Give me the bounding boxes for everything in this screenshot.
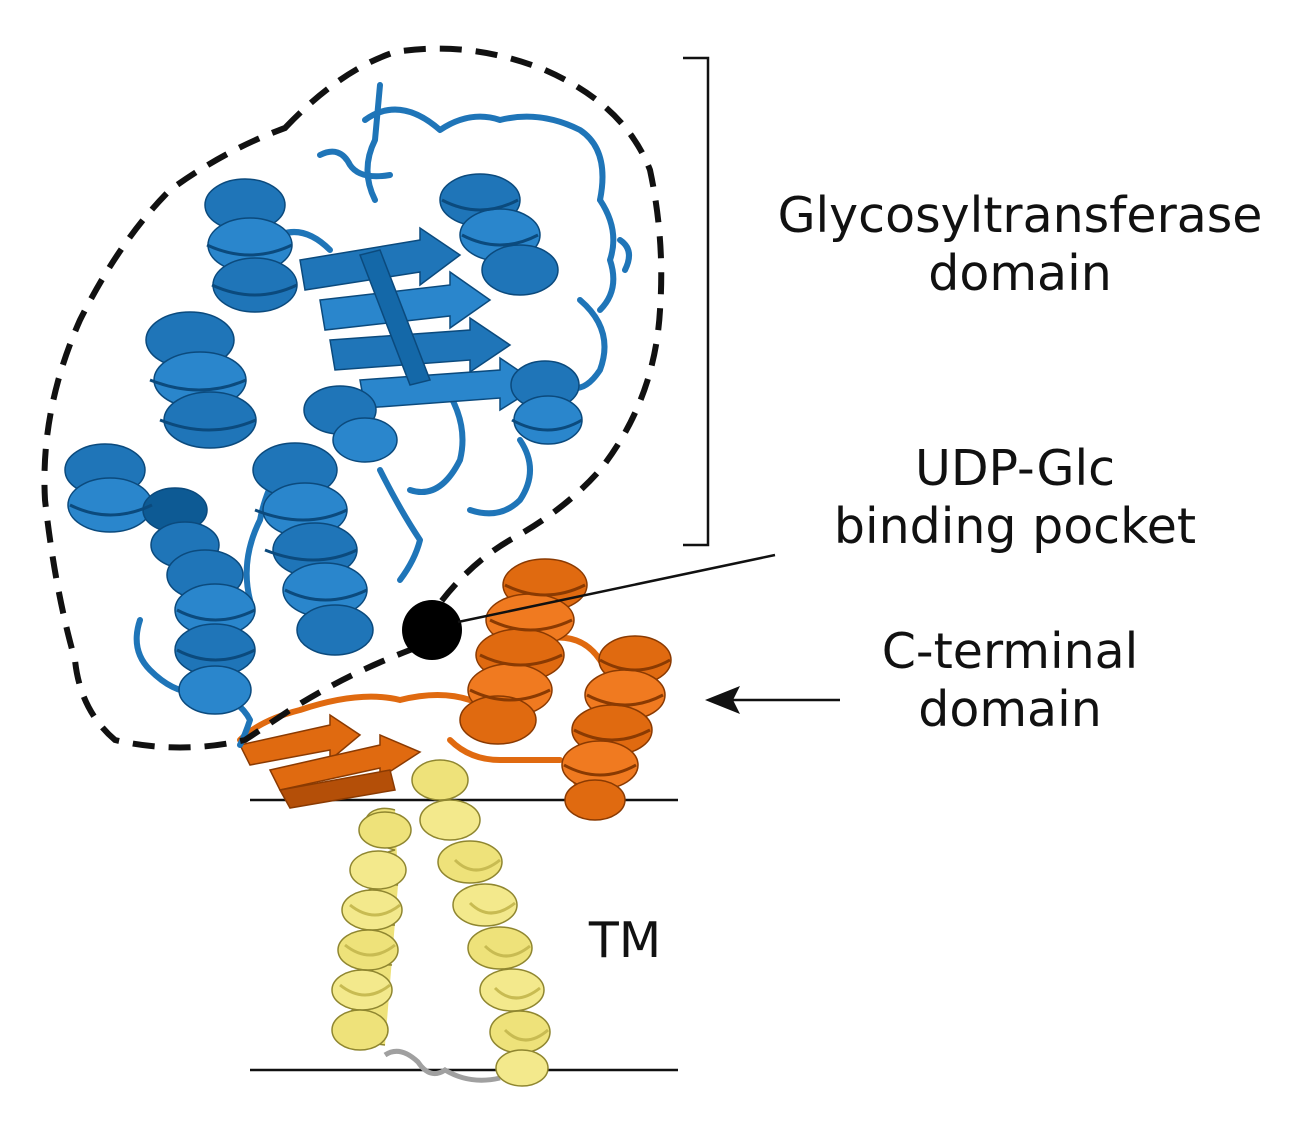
udp-glc-label-line2: binding pocket — [833, 498, 1197, 555]
c-terminal-domain-label: C-terminal domain — [830, 623, 1190, 739]
c-terminal-label-line2: domain — [918, 681, 1102, 738]
udp-glc-binding-pocket-label: UDP-Glc binding pocket — [750, 440, 1280, 556]
binding-pocket-pointer-line — [457, 553, 776, 624]
c-terminal-domain — [237, 558, 672, 821]
glycosyltransferase-domain — [64, 82, 632, 748]
tm-label-text: TM — [588, 912, 662, 969]
udp-glc-label-line1: UDP-Glc — [914, 440, 1116, 497]
glycosyltransferase-domain-label: Glycosyltransferase domain — [735, 187, 1305, 303]
tm-helix-left — [331, 807, 412, 1051]
transmembrane-helices — [331, 759, 551, 1087]
tm-loop — [383, 1048, 501, 1083]
c-terminal-arrow-icon — [705, 686, 840, 714]
c-terminal-label-line1: C-terminal — [881, 623, 1139, 680]
domain-bracket — [683, 56, 710, 547]
glycosyltransferase-label-line1: Glycosyltransferase — [777, 187, 1263, 244]
glycosyltransferase-label-line2: domain — [928, 245, 1112, 302]
tm-label: TM — [570, 912, 680, 970]
tm-helix-right — [411, 759, 551, 1087]
binding-pocket-marker — [402, 600, 462, 660]
gt-domain-dashed-outline — [41, 45, 665, 751]
